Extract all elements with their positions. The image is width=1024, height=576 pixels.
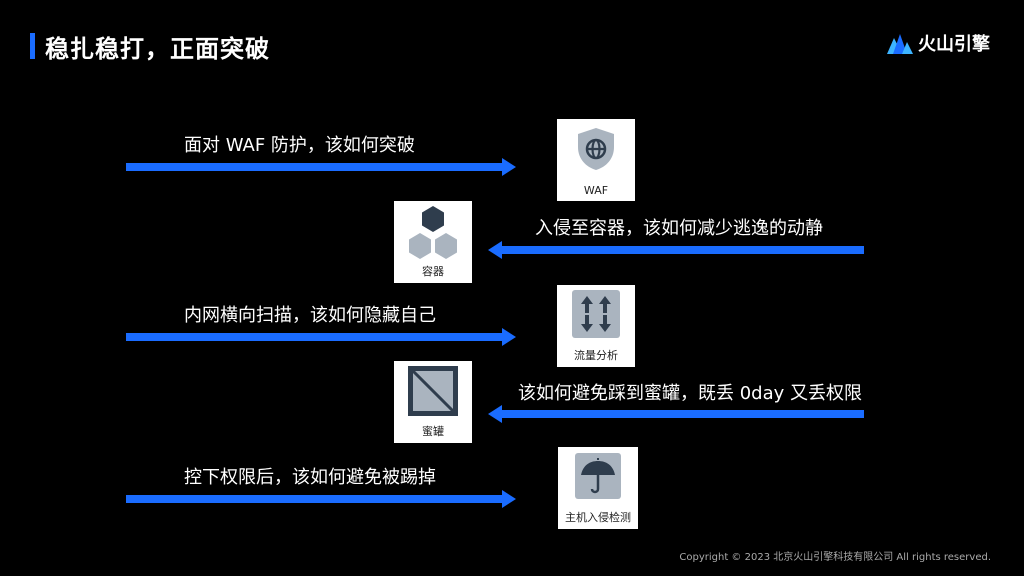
row-2-text: 入侵至容器，该如何减少逃逸的动静 bbox=[535, 218, 823, 239]
card-label-waf: WAF bbox=[583, 184, 609, 197]
row-2-arrow bbox=[488, 241, 864, 259]
row-4-text: 该如何避免踩到蜜罐，既丢 0day 又丢权限 bbox=[518, 383, 863, 404]
title-accent-bar bbox=[30, 33, 35, 59]
row-5-text: 控下权限后，该如何避免被踢掉 bbox=[184, 467, 436, 488]
container-hexagons-icon bbox=[409, 206, 457, 259]
copyright-text: Copyright © 2023 北京火山引擎科技有限公司 All rights… bbox=[679, 552, 991, 563]
card-label-container: 容器 bbox=[422, 265, 444, 278]
host-intrusion-card: 主机入侵检测 bbox=[558, 447, 638, 529]
volcano-engine-logo-icon bbox=[887, 34, 913, 54]
honeypot-box-icon bbox=[408, 366, 458, 416]
card-label-honeypot: 蜜罐 bbox=[422, 425, 444, 438]
traffic-analysis-card: 流量分析 bbox=[557, 285, 635, 367]
logo-text: 火山引擎 bbox=[918, 34, 990, 55]
row-4-arrow bbox=[488, 405, 864, 423]
row-3-text: 内网横向扫描，该如何隐藏自己 bbox=[184, 305, 436, 326]
container-card: 容器 bbox=[394, 201, 472, 283]
honeypot-card: 蜜罐 bbox=[394, 361, 472, 443]
traffic-arrows-icon bbox=[572, 290, 620, 338]
brand-logo: 火山引擎 bbox=[887, 30, 990, 56]
umbrella-icon bbox=[575, 453, 621, 499]
row-5-arrow bbox=[126, 490, 516, 508]
row-1-text: 面对 WAF 防护，该如何突破 bbox=[184, 135, 415, 156]
waf-shield-globe-icon bbox=[578, 128, 614, 170]
row-3-arrow bbox=[126, 328, 516, 346]
card-label-host-intrusion: 主机入侵检测 bbox=[565, 511, 631, 524]
row-1-arrow bbox=[126, 158, 516, 176]
waf-card: WAF bbox=[557, 119, 635, 201]
card-label-traffic: 流量分析 bbox=[574, 349, 618, 362]
page-title: 稳扎稳打，正面突破 bbox=[45, 35, 270, 63]
